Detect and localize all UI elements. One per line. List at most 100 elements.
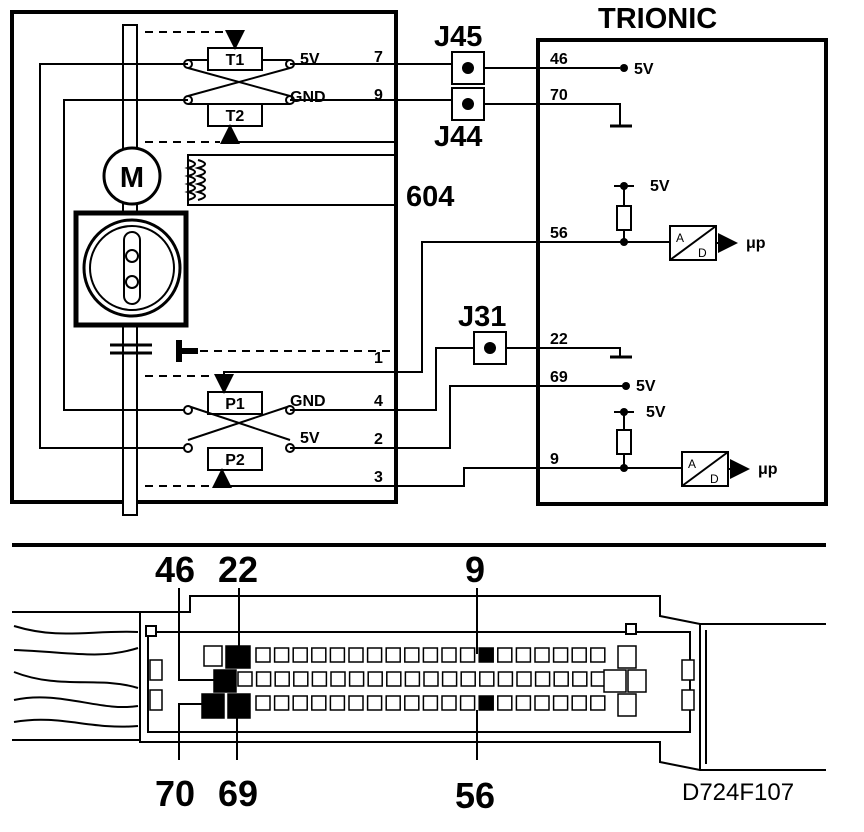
connector-pin [293,671,309,687]
ad-converter-9: A D [681,451,729,487]
connector-pin [404,647,420,663]
connector-pin [441,671,458,687]
sensor-p2-label: P2 [225,452,245,469]
throttle-plate [73,210,189,328]
connector-pin [203,645,223,667]
connector-pin [227,693,251,719]
pullup-resistor-56 [616,205,632,231]
ecu-56-supply: 5V [650,178,670,195]
pullup-resistor-9 [616,429,632,455]
connector-pin [404,671,421,687]
connector-pin [478,695,494,711]
connector-pin [479,671,495,687]
connector-pin [572,671,588,687]
connector-pin [422,647,439,663]
connector-j45 [451,51,485,85]
connector-pin [366,695,383,711]
connector-pin [459,695,476,711]
connector-pin [348,647,364,663]
connector-pin [552,695,569,711]
connector-pin [441,647,457,663]
limp-home-stop [176,340,198,362]
sensor-t2-label: T2 [226,108,245,125]
connector-pin [237,671,253,687]
connector-j44 [451,87,485,121]
connector-pin [617,693,637,717]
callout-56: 56 [455,775,495,816]
ecu-pin-22: 22 [550,331,568,348]
connector-pin [292,695,308,711]
ecu-pin-46: 46 [550,51,568,68]
connector-latch [149,689,163,711]
connector-pin [497,695,513,711]
t1-supply-label: 5V [300,51,320,68]
connector-pin [497,671,514,687]
connector-pin [515,695,532,711]
connector-pin [534,671,551,687]
connector-pin [385,647,401,663]
connector-pin [590,695,606,711]
connector-pin [255,647,271,663]
connector-pin [292,647,308,663]
connector-pin [534,647,550,663]
connector-pin [441,695,457,711]
sensor-t1-label: T1 [226,52,245,69]
connector-pin [552,647,569,663]
t2-gnd-label: GND [290,89,326,106]
connector-pin [617,645,637,669]
connector-view [12,595,826,771]
ecu-pin-56: 56 [550,225,568,242]
connector-pin [571,695,587,711]
callout-69: 69 [218,773,258,814]
ecu-pin-69: 69 [550,369,568,386]
connector-latch [681,689,695,711]
pin-2-label: 2 [374,431,383,448]
connector-j31-label: J31 [458,301,506,333]
ad-56-bottom: D [698,246,707,260]
coil-label: 604 [406,181,454,213]
connector-pin [255,695,271,711]
connector-pin [348,671,365,687]
connector-pin [459,647,476,663]
connector-pin [329,647,346,663]
shaft-coupling [110,343,152,355]
ecu-pin-9: 9 [550,451,559,468]
connector-pin [404,695,420,711]
connector-pin [571,647,587,663]
sensor-p1-label: P1 [225,396,245,413]
connector-pin [348,695,364,711]
mu-9: μp [758,461,778,478]
pin-3-label: 3 [374,469,383,486]
connector-pin [534,695,550,711]
coil-604 [184,154,396,206]
connector-pin [627,669,647,693]
connector-pin [516,671,532,687]
figure-code: D724F107 [682,779,794,806]
callout-46: 46 [155,549,195,590]
ecu-title: TRIONIC [598,3,717,35]
ad-converter-56: A D [669,225,717,261]
motor-symbol: M [102,146,162,206]
connector-pin [311,695,327,711]
connector-pin [201,693,225,719]
connector-j31 [473,331,507,365]
callout-22: 22 [218,549,258,590]
ad-56-top: A [676,231,684,245]
motor-label: M [120,162,144,194]
connector-pin [423,671,439,687]
connector-latch [149,659,163,681]
connector-pin [273,647,290,663]
p2-supply-label: 5V [300,430,320,447]
ecu-46-supply: 5V [634,61,654,78]
connector-pin [367,671,383,687]
connector-j45-label: J45 [434,21,482,53]
ecu-pin-70: 70 [550,87,568,104]
connector-pin [497,647,513,663]
connector-pin [553,671,569,687]
connector-pin [460,671,476,687]
connector-latch [681,659,695,681]
connector-pin [311,671,328,687]
pin-1-label: 1 [374,350,383,367]
connector-pin [366,647,383,663]
